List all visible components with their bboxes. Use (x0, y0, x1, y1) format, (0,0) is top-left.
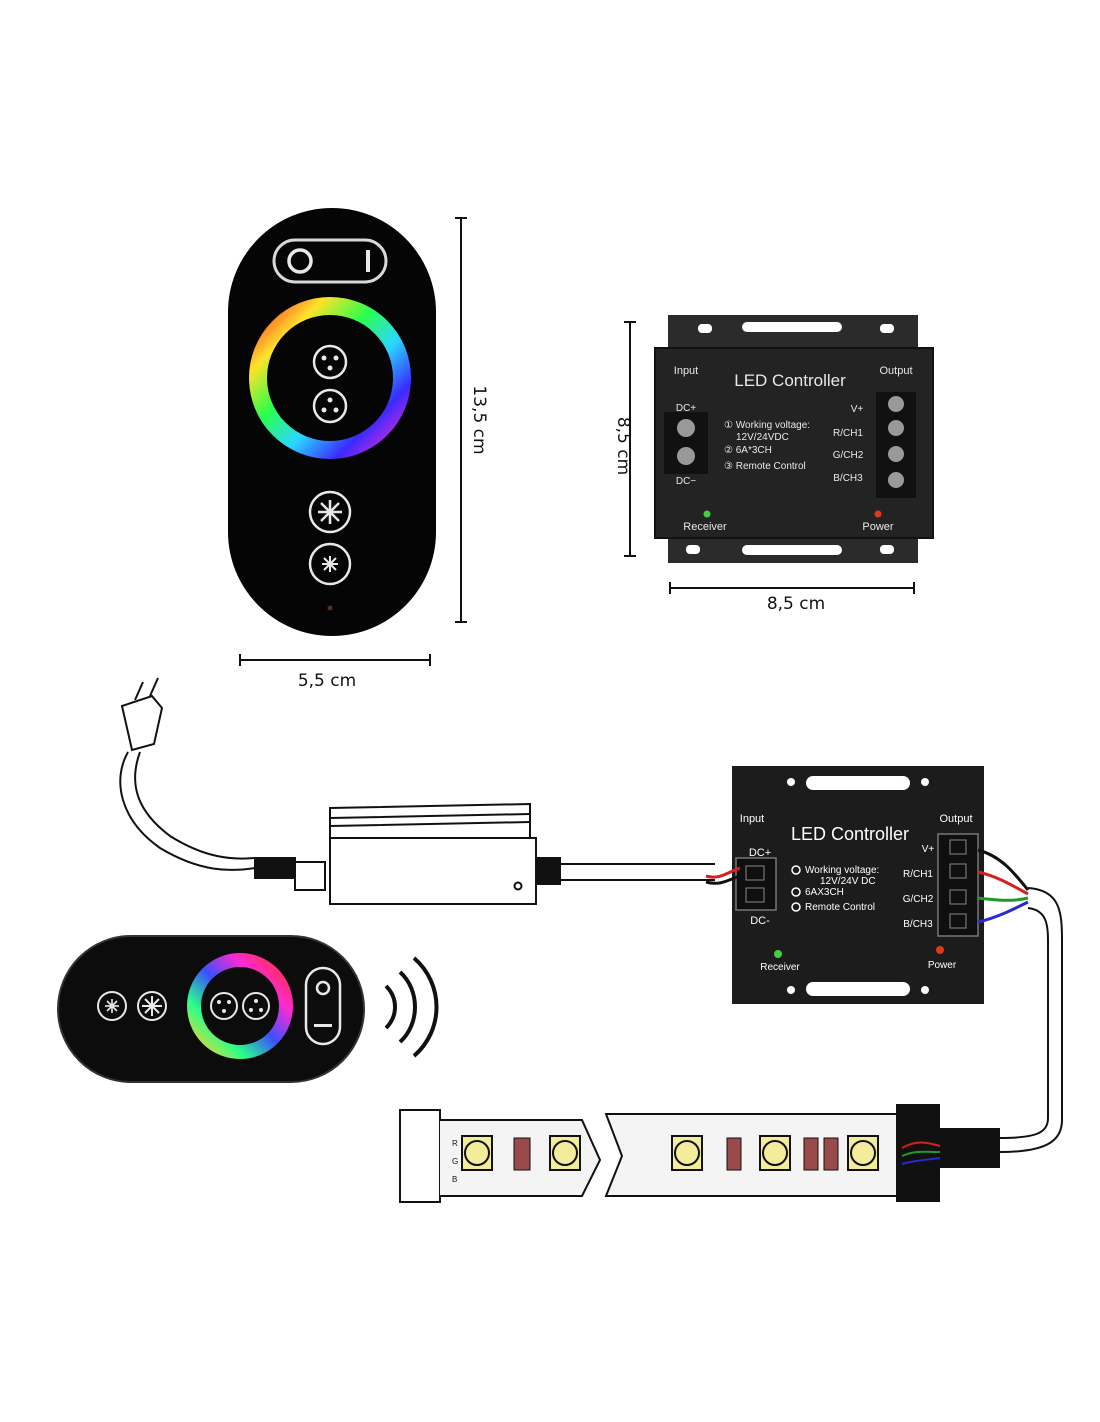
diagram-dc-plus: DC+ (749, 847, 771, 859)
color-wheel (249, 297, 411, 459)
signal-waves-icon (384, 956, 439, 1058)
remote-width-label: 5,5 cm (298, 671, 356, 691)
receiver-label: Receiver (683, 521, 727, 533)
brightness-down-icon (308, 542, 352, 586)
strip-b-label: B (452, 1175, 457, 1184)
diagram-spec-1: Working voltage: (805, 865, 879, 876)
controller-photo: LED Controller Input Output DC+ DC− ① Wo… (654, 315, 934, 563)
diagram-ch2: G/CH2 (903, 894, 934, 905)
dc-minus-label: DC− (676, 476, 696, 487)
diagram-power: Power (928, 960, 957, 971)
diagram-receiver: Receiver (760, 962, 800, 973)
diagram-spec-3: Remote Control (805, 902, 875, 913)
spec-line-3: ③ Remote Control (724, 461, 806, 472)
controller-diagram: LED Controller Input Output DC+ DC- Work… (732, 766, 984, 1004)
mode-down-icon (312, 388, 348, 424)
dc-plus-label: DC+ (676, 403, 696, 414)
off-icon (287, 248, 313, 274)
strip-g-label: G (452, 1157, 458, 1166)
ch3-label: B/CH3 (833, 473, 863, 484)
ch1-label: R/CH1 (833, 428, 863, 439)
remote-height-label: 13,5 cm (469, 385, 489, 454)
mode-up-icon (312, 344, 348, 380)
power-label: Power (862, 521, 894, 533)
on-icon (366, 250, 370, 272)
spec-line-1: ① Working voltage: (724, 420, 810, 431)
input-label: Input (674, 365, 698, 377)
diagram-ch3: B/CH3 (903, 919, 933, 930)
spec-line-1b: 12V/24VDC (736, 432, 789, 443)
diagram-ch1: R/CH1 (903, 869, 933, 880)
controller-height-dimension (624, 321, 636, 557)
power-adapter (254, 802, 715, 905)
vplus-label: V+ (851, 404, 864, 415)
brightness-up-icon (308, 490, 352, 534)
output-label: Output (879, 365, 912, 377)
remote-photo (228, 208, 436, 636)
remote-height-dimension (455, 217, 467, 623)
power-toggle (272, 238, 388, 284)
diagram-dc-minus: DC- (750, 915, 770, 927)
controller-width-dimension (669, 582, 915, 594)
controller-diagram-title: LED Controller (791, 824, 909, 844)
diagram-spec-2: 6AX3CH (805, 887, 844, 898)
remote-diagram (57, 935, 365, 1083)
diagram-input-label: Input (740, 813, 764, 825)
controller-height-label: 8,5 cm (613, 417, 633, 475)
power-led (874, 510, 882, 518)
power-plug (119, 677, 256, 871)
diagram-spec-1b: 12V/24V DC (820, 876, 876, 887)
ch2-label: G/CH2 (833, 450, 864, 461)
controller-width-label: 8,5 cm (767, 594, 825, 614)
remote-width-dimension (239, 654, 431, 666)
spec-line-2: ② 6A*3CH (724, 445, 772, 456)
receiver-led (703, 510, 711, 518)
output-wires (977, 848, 1030, 924)
strip-r-label: R (452, 1139, 458, 1148)
led-strip: R G B (399, 1104, 1000, 1203)
diagram-vplus: V+ (922, 844, 935, 855)
controller-photo-title: LED Controller (734, 371, 846, 390)
diagram-output-label: Output (939, 813, 972, 825)
diagram-color-wheel (187, 953, 293, 1059)
